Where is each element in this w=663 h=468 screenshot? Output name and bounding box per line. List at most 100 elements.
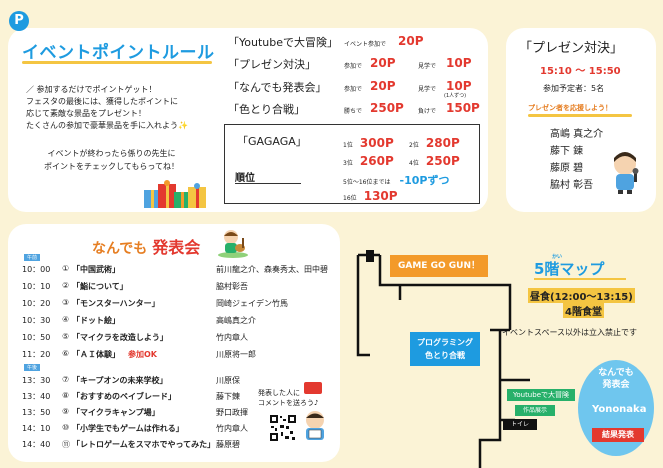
pm-tag: 午後: [24, 364, 41, 371]
schedule-num: ⑥: [62, 349, 70, 358]
event-label: 見学で: [418, 63, 437, 70]
rank-points: 300P: [359, 136, 394, 150]
sticker-icon: [304, 382, 322, 394]
rank-label: 1位: [343, 142, 353, 149]
schedule-row: 13：40 ⑧ 「おすすめのベイブレード」 藤下錬: [22, 391, 342, 402]
presenter-name: 脇村 彰吾: [550, 180, 594, 191]
schedule-title: 「レトロゲームをスマホでやってみた」: [72, 440, 216, 449]
rank-label: 4位: [409, 160, 419, 167]
event-name: 「Youtubeで大冒険」: [228, 36, 338, 49]
schedule-row: 14：40 ⑪ 「レトロゲームをスマホでやってみた」 藤原碧: [22, 439, 342, 450]
game-go-gun-room[interactable]: GAME GO GUN！: [390, 255, 488, 277]
presen-underline: [528, 114, 632, 117]
gagaga-title: 「GAGAGA」: [237, 135, 307, 148]
event-points: 250P: [370, 101, 404, 115]
schedule-num: ①: [62, 264, 70, 273]
schedule-presenter: 川原将一郎: [216, 350, 256, 359]
programming-label: 色とり合戦: [425, 351, 465, 360]
lunch-place: 4階食堂: [563, 303, 604, 318]
schedule-num: ③: [62, 298, 70, 307]
presen-cheer: プレゼン者を応援しよう！: [528, 104, 612, 112]
rank-points: 280P: [425, 136, 460, 150]
gagaga-rank-label: 順位: [235, 173, 255, 184]
schedule-title: 「マイクラを改造しよう」: [72, 333, 168, 342]
event-label: 参加で: [344, 86, 363, 93]
presen-names: 高嶋 真之介 藤下 錬 藤原 碧 脇村 彰吾: [550, 126, 603, 194]
presenter-name: 高嶋 真之介: [550, 129, 604, 140]
event-row: 「色とり合戦」 勝ちで 250P 負けで 150P: [228, 101, 488, 117]
schedule-participate-badge: 参加OK: [128, 350, 157, 359]
rules-desc-line: 応じて素敵な景品をプレゼント！: [26, 109, 146, 118]
rank-label: 5位〜16位までは: [343, 179, 391, 186]
point-badge: P: [9, 11, 29, 31]
schedule-title: 「マイクラキャンプ場」: [72, 408, 160, 417]
event-points: 20P: [398, 34, 424, 48]
schedule-time: 13：30: [22, 376, 51, 385]
event-row: 「なんでも発表会」 参加で 20P 見学で 10P (1人ずつ): [228, 79, 488, 99]
event-label: 参加で: [344, 63, 363, 70]
toilet-room[interactable]: トイレ: [503, 419, 537, 430]
event-name: 「なんでも発表会」: [228, 81, 327, 94]
programming-room[interactable]: プログラミング 色とり合戦: [410, 332, 480, 366]
event-note: (1人ずつ): [444, 93, 467, 99]
schedule-time: 10：30: [22, 316, 51, 325]
schedule-time: 10：50: [22, 333, 51, 342]
event-name: 「プレゼン対決」: [228, 58, 316, 71]
happyo-room-line: 発表会: [602, 380, 630, 390]
comment-line: コメントを送ろう♪: [258, 399, 319, 407]
yononaka-label: Yononaka: [592, 404, 647, 415]
schedule-num: ④: [62, 315, 70, 324]
presen-time: 15:10 〜 15:50: [540, 66, 621, 77]
schedule-presenter: 前川龍之介、森奏秀太、田中碧: [216, 265, 328, 274]
rules-desc2-line: ポイントをチェックしてもらってね！: [44, 162, 179, 171]
schedule-row: 10：50 ⑤ 「マイクラを改造しよう」 竹内章人: [22, 332, 342, 343]
rank-points-step: -10Pずつ: [399, 174, 450, 187]
map-title-ruby: かい: [552, 254, 563, 260]
floor-map: [356, 250, 530, 468]
schedule-row: 10：00 ① 「中国武術」 前川龍之介、森奏秀太、田中碧: [22, 264, 342, 275]
schedule-row: 10：30 ④ 「ドット絵」 高嶋真之介: [22, 315, 342, 326]
event-row: 「プレゼン対決」 参加で 20P 見学で 10P: [228, 56, 488, 72]
programming-label: プログラミング: [417, 338, 473, 347]
schedule-num: ②: [62, 281, 70, 290]
event-label: 見学で: [418, 86, 437, 93]
schedule-title: 「キープオンの未来学校」: [72, 376, 168, 385]
schedule-num: ⑤: [62, 332, 70, 341]
youtube-room[interactable]: Youtubeで大冒険: [507, 389, 575, 401]
schedule-title: 「中国武術」: [72, 265, 120, 274]
lunch-time: 昼食(12:00〜13:15): [528, 288, 635, 303]
schedule-presenter: 川原保: [216, 376, 240, 385]
schedule-title: 「おすすめのベイブレード」: [72, 392, 176, 401]
works-room[interactable]: 作品展示: [515, 405, 555, 416]
rank-row: 1位 300P: [343, 132, 394, 151]
schedule-title: 「小学生でもゲームは作れる」: [72, 424, 184, 433]
schedule-num: ⑦: [62, 375, 70, 384]
event-points: 20P: [370, 79, 396, 93]
rank-row: 16位 130P: [343, 185, 398, 204]
gagaga-box: 「GAGAGA」 順位 1位 300P 2位 280P 3位 260P 4位 2…: [224, 124, 480, 204]
rank-label: 16位: [343, 195, 357, 202]
schedule-time: 10：00: [22, 265, 51, 274]
rank-points: 250P: [425, 154, 460, 168]
point-rules-title: イベントポイントルール: [22, 43, 215, 63]
event-points: 10P: [446, 79, 472, 93]
schedule-presenter: 藤下錬: [216, 392, 240, 401]
rank-row: 3位 260P: [343, 150, 394, 169]
presen-title: 「プレゼン対決」: [519, 41, 624, 56]
schedule-presenter: 高嶋真之介: [216, 316, 256, 325]
event-name: 「色とり合戦」: [228, 103, 305, 116]
restricted-note: イベントスペース以外は立入禁止です: [502, 328, 638, 337]
rules-desc2-line: イベントが終わったら係りの先生に: [47, 149, 176, 158]
happyo-title-a: なんでも: [92, 241, 148, 257]
result-announcement[interactable]: 結果発表: [592, 428, 644, 442]
schedule-time: 13：50: [22, 408, 51, 417]
schedule-presenter: 竹内章人: [216, 424, 248, 433]
event-label: 負けで: [418, 108, 437, 115]
guitar-kid-icon: [216, 228, 250, 258]
event-points: 150P: [446, 101, 480, 115]
presen-count: 参加予定者：5名: [543, 84, 605, 93]
qr-code[interactable]: [269, 414, 297, 442]
schedule-row: 13：50 ⑨ 「マイクラキャンプ場」 野口政揮: [22, 407, 342, 418]
rank-row: 5位〜16位までは -10Pずつ: [343, 169, 449, 188]
schedule-time: 10：10: [22, 282, 51, 291]
